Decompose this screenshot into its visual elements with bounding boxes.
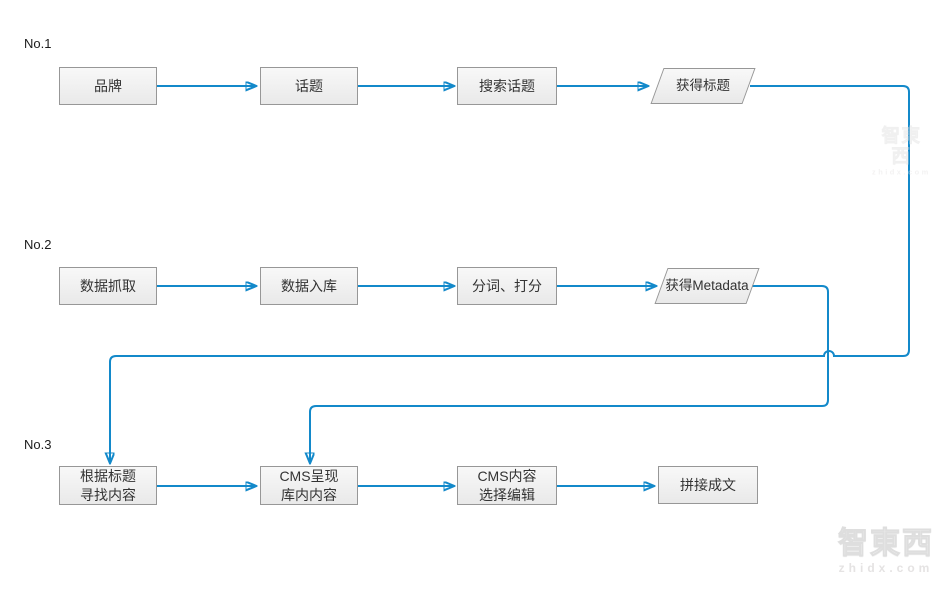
- node-search-topic: 搜索话题: [457, 67, 557, 105]
- node-topic-label: 话题: [295, 77, 323, 94]
- node-data-crawl-label: 数据抓取: [80, 277, 136, 294]
- io-get-title: 获得标题: [650, 68, 756, 104]
- route-gettitle-to-findcontent: [110, 85, 910, 463]
- node-brand-label: 品牌: [94, 77, 122, 94]
- node-find-content-by-title: 根据标题 寻找内容: [59, 466, 157, 505]
- watermark-bottom: 智東西 zhidx.com: [838, 527, 934, 576]
- node-segment-score-label: 分词、打分: [472, 277, 542, 294]
- route-metadata-to-cmsdisplay: [310, 285, 829, 463]
- watermark-logo: 智東西: [881, 126, 922, 168]
- watermark-site: zhidx.com: [838, 561, 934, 575]
- node-segment-score: 分词、打分: [457, 267, 557, 305]
- io-get-title-label: 获得标题: [676, 78, 730, 94]
- node-find-content-by-title-label: 根据标题 寻找内容: [80, 468, 136, 503]
- node-cms-display: CMS呈现 库内内容: [260, 466, 358, 505]
- watermark-top: 智東西 zhidx.com: [872, 126, 931, 177]
- node-cms-display-label: CMS呈现 库内内容: [279, 468, 339, 503]
- node-data-crawl: 数据抓取: [59, 267, 157, 305]
- node-data-store-label: 数据入库: [281, 277, 337, 294]
- node-merge-article: 拼接成文: [658, 466, 758, 504]
- io-get-metadata-label: 获得Metadata: [665, 278, 749, 294]
- watermark-site: zhidx.com: [872, 167, 931, 177]
- io-get-metadata: 获得Metadata: [654, 268, 760, 304]
- node-data-store: 数据入库: [260, 267, 358, 305]
- row-label-2: No.2: [24, 237, 52, 252]
- node-search-topic-label: 搜索话题: [479, 77, 535, 94]
- row-label-3: No.3: [24, 437, 52, 452]
- watermark-logo: 智東西: [838, 527, 934, 561]
- row-label-1: No.1: [24, 36, 52, 51]
- node-topic: 话题: [260, 67, 358, 105]
- node-brand: 品牌: [59, 67, 157, 105]
- node-cms-select-edit: CMS内容 选择编辑: [457, 466, 557, 505]
- node-merge-article-label: 拼接成文: [680, 476, 736, 493]
- node-cms-select-edit-label: CMS内容 选择编辑: [477, 468, 537, 503]
